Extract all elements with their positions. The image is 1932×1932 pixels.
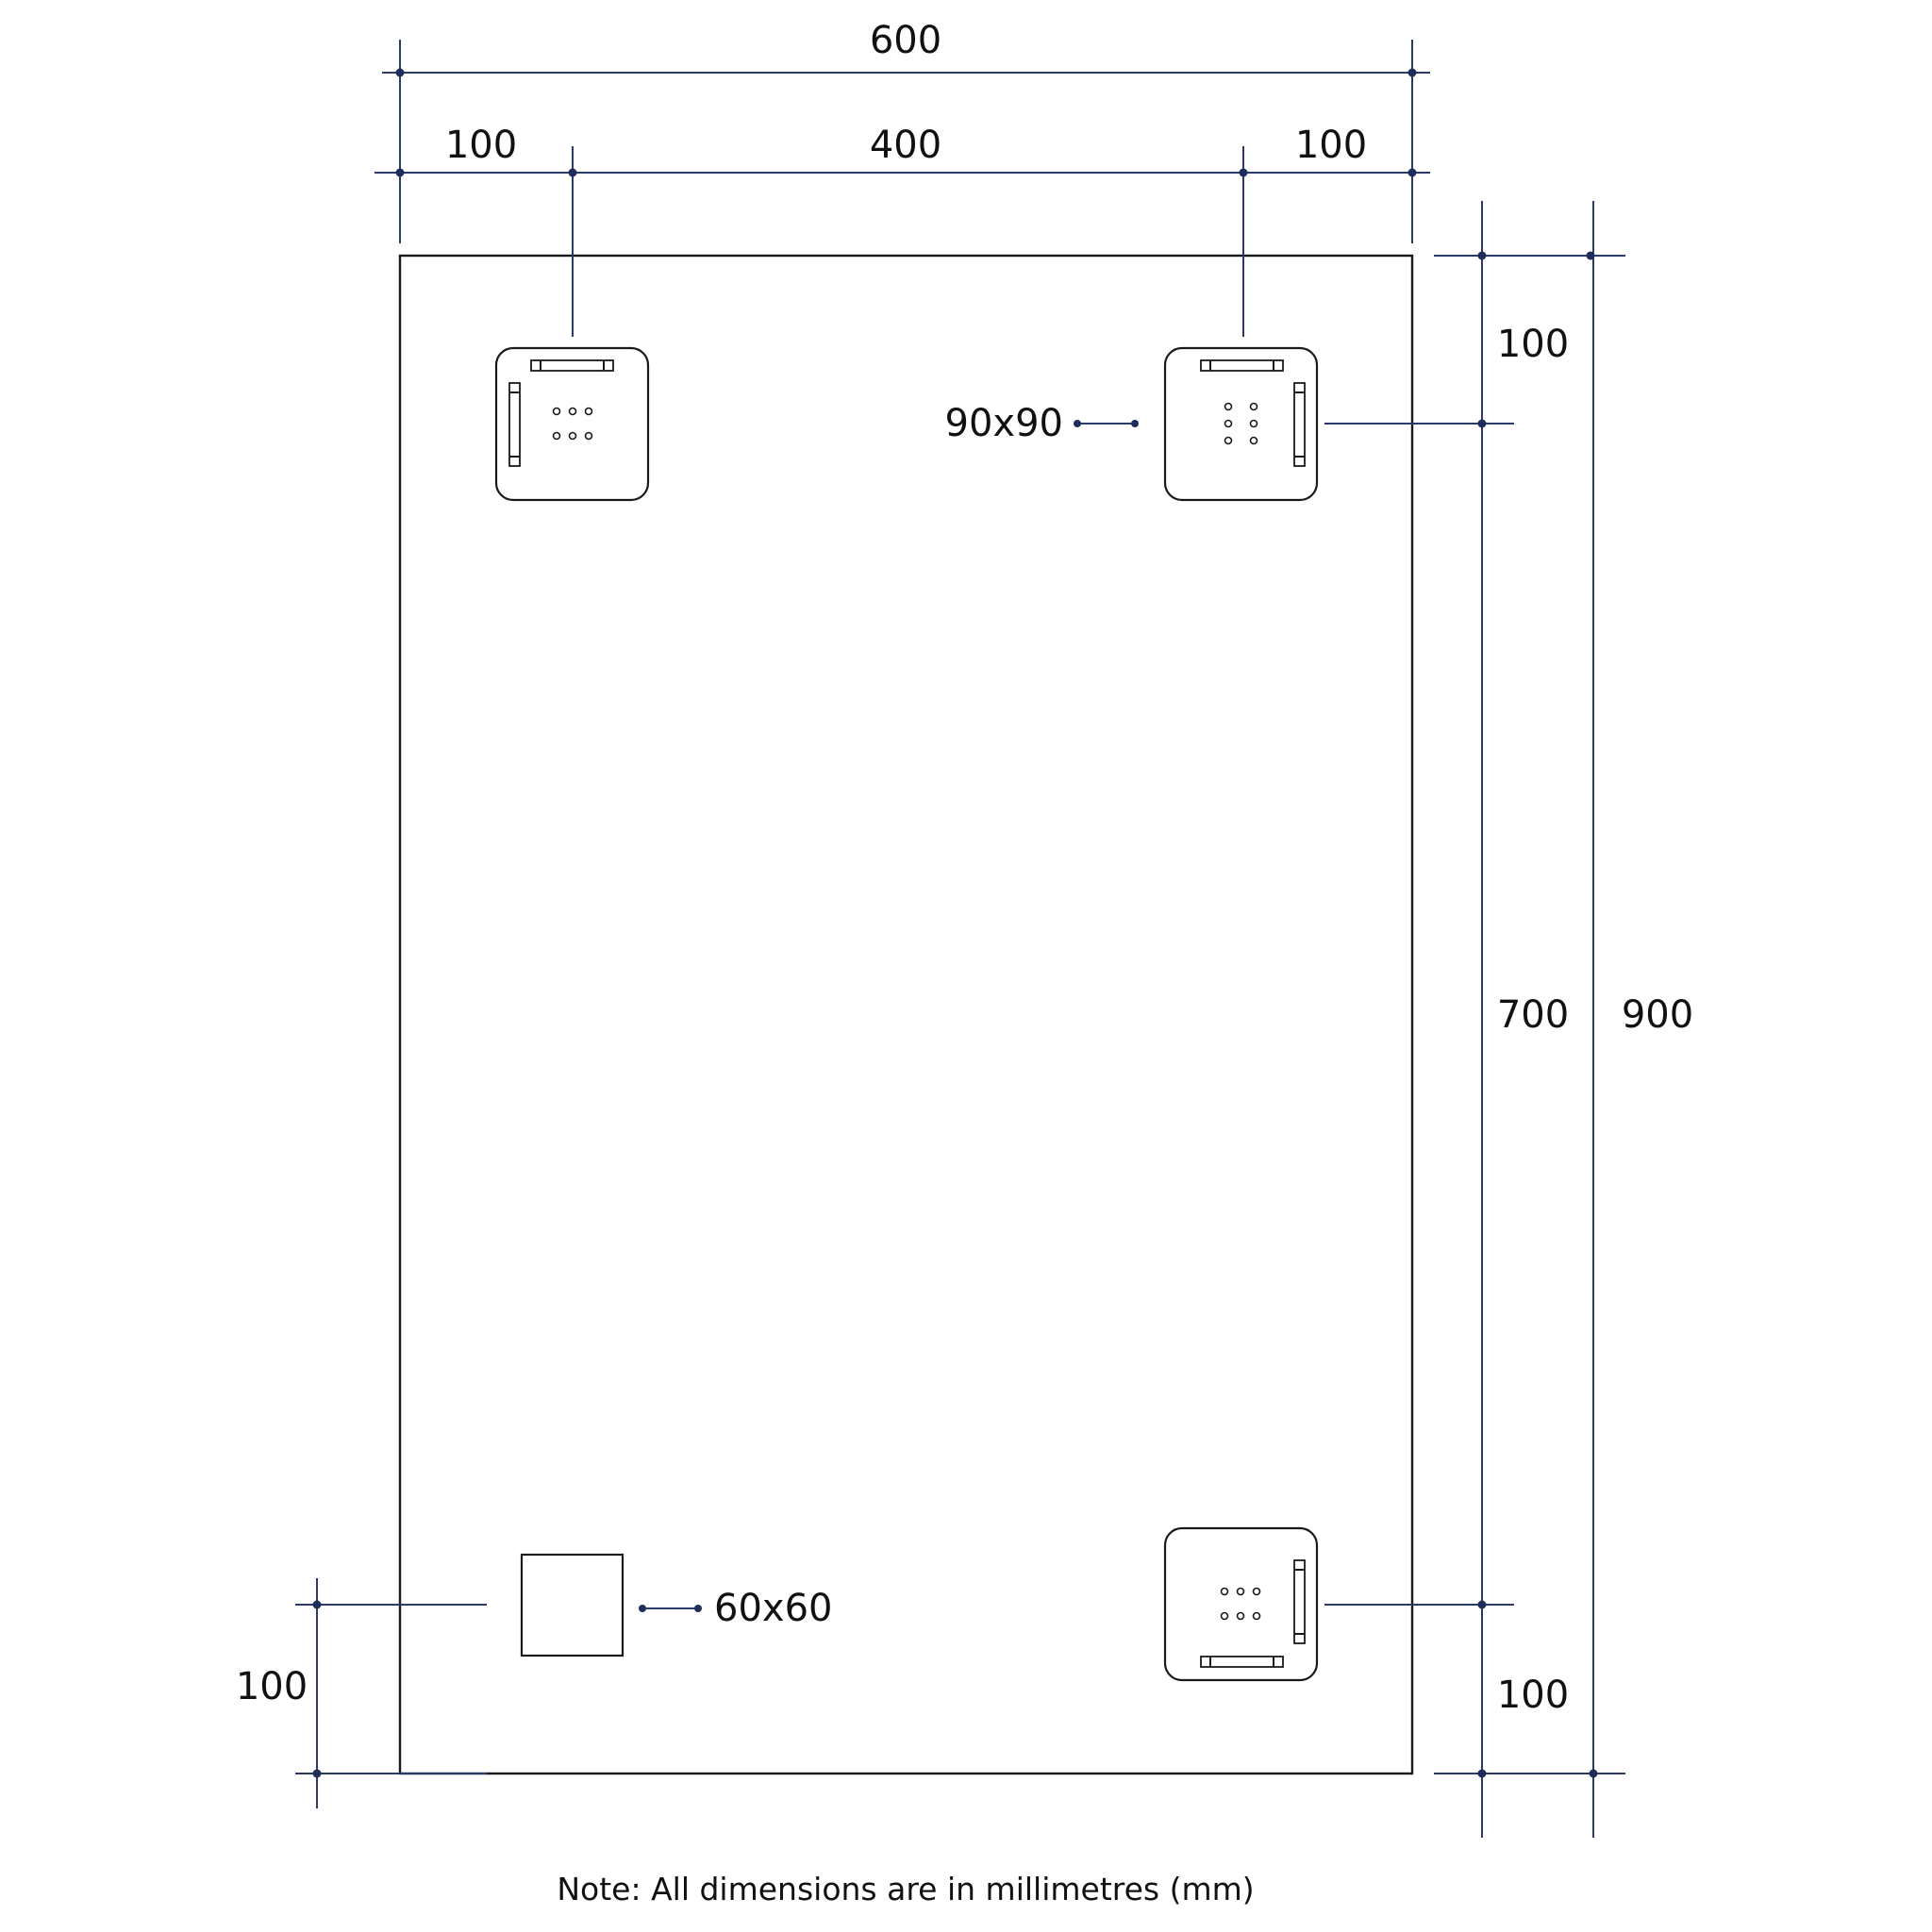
bottom-offset-right-label: 100 <box>1497 1674 1569 1717</box>
switch-size-leader <box>639 1605 702 1612</box>
top-offset-label: 100 <box>1497 323 1569 366</box>
mounting-bracket-icon <box>1163 1526 1319 1682</box>
bracket-size-label: 90x90 <box>945 402 1063 445</box>
right-offset-label: 100 <box>1295 124 1367 167</box>
left-dimension-lines <box>295 1578 487 1808</box>
left-offset-label: 100 <box>445 124 517 167</box>
vertical-span-label: 700 <box>1497 993 1569 1037</box>
mounting-bracket-icon <box>1163 346 1319 502</box>
switch-box-icon <box>520 1553 625 1657</box>
overall-height-label: 900 <box>1622 993 1693 1037</box>
bottom-offset-left-label: 100 <box>236 1665 308 1708</box>
center-span-label: 400 <box>870 124 941 167</box>
top-dimension-lines <box>375 40 1430 337</box>
bracket-size-leader <box>1074 420 1139 427</box>
units-note: Note: All dimensions are in millimetres … <box>557 1871 1254 1907</box>
mounting-bracket-icon <box>494 346 650 502</box>
mirror-panel-outline <box>398 254 1414 1775</box>
right-dimension-lines <box>1324 201 1625 1838</box>
switch-size-label: 60x60 <box>714 1587 832 1630</box>
overall-width-label: 600 <box>870 19 941 62</box>
